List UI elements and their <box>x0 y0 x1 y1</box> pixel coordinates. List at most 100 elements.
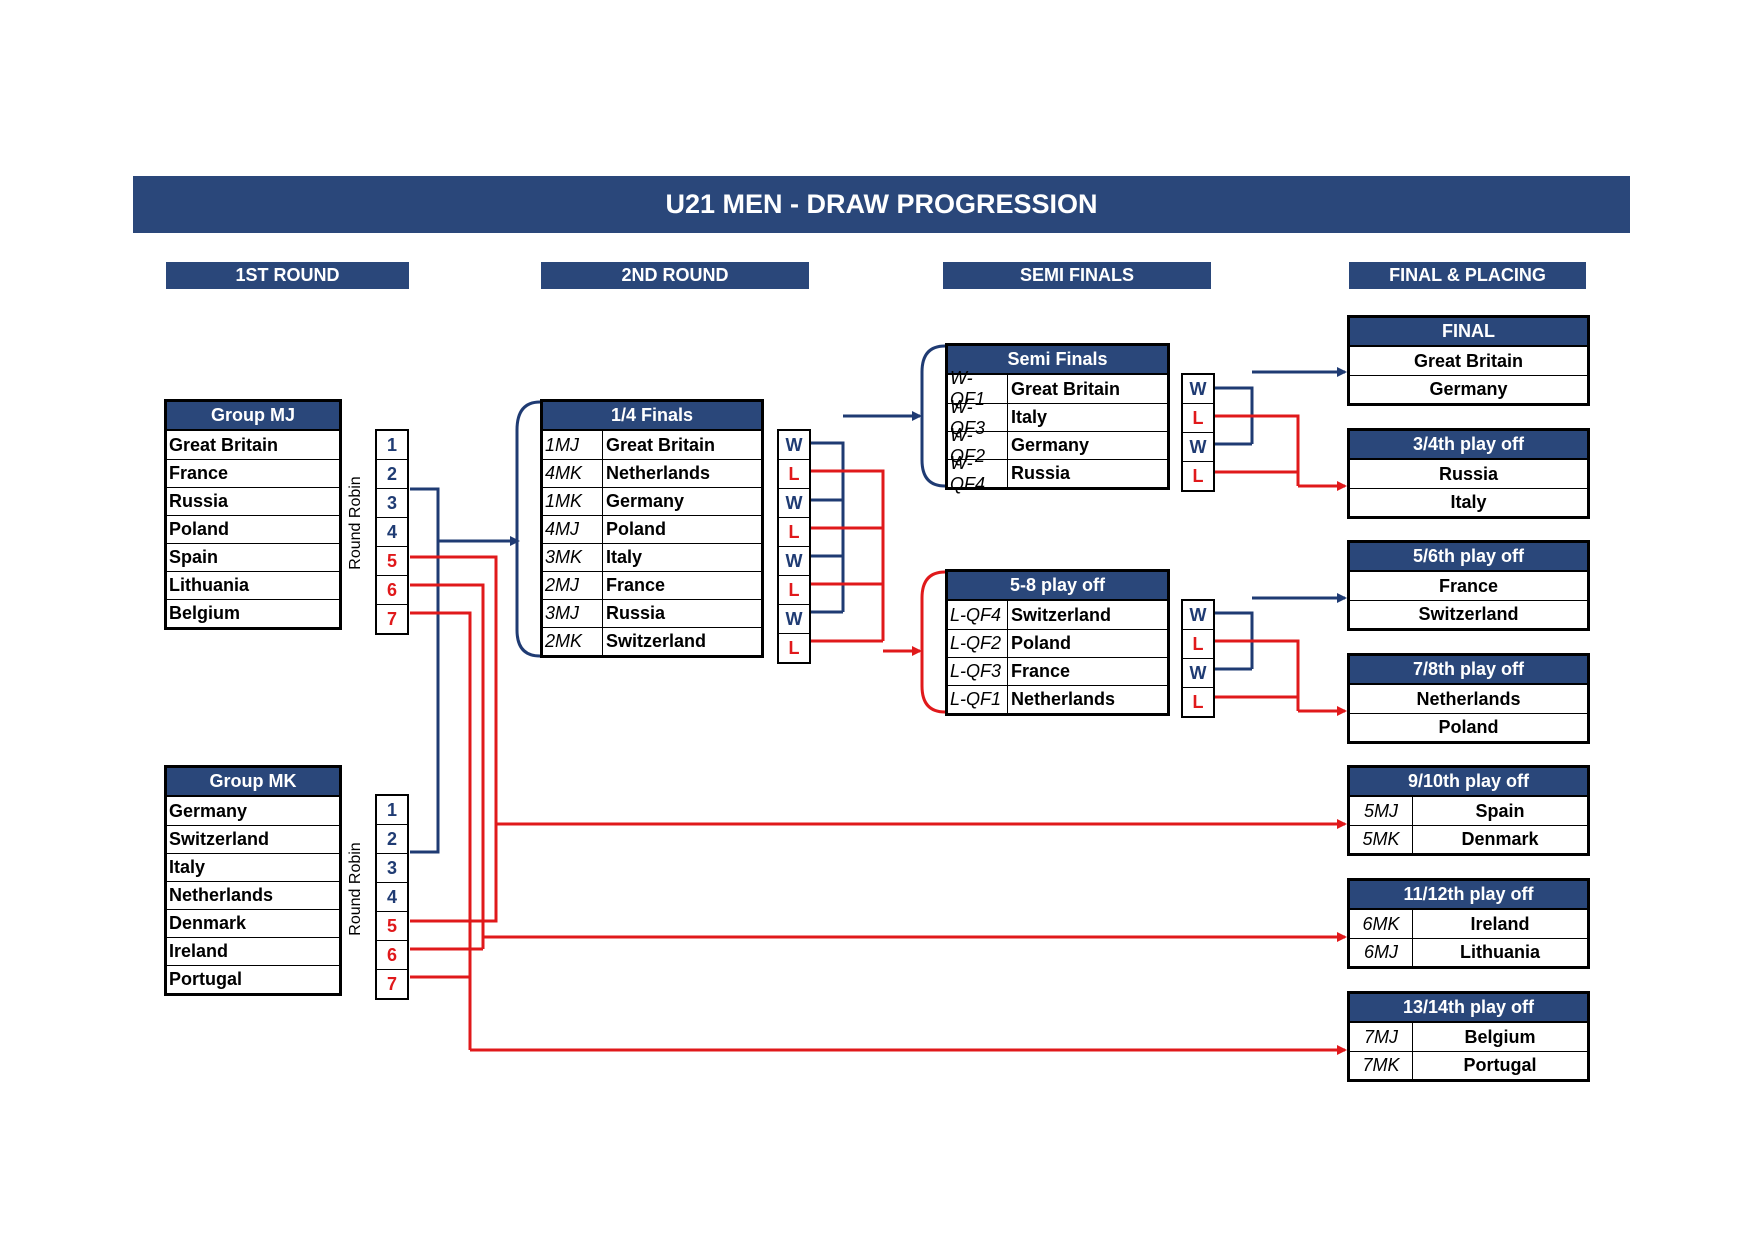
connector-5-8-losers <box>1214 639 1300 711</box>
table-row: Ireland <box>167 937 339 965</box>
team-name: Netherlands <box>169 885 274 905</box>
seed-code: 1MJ <box>543 431 603 459</box>
table-row: Poland <box>167 515 339 543</box>
final-table: FINAL Great Britain Germany <box>1347 315 1590 406</box>
team-name: Great Britain <box>1413 350 1524 371</box>
seed-code: 7MJ <box>1350 1023 1413 1051</box>
rank-number: 5 <box>377 911 407 940</box>
team-name: Portugal <box>1463 1055 1537 1075</box>
team-name: Russia <box>606 603 666 623</box>
header-2nd-round: 2ND ROUND <box>541 262 809 289</box>
table-row: Denmark <box>167 909 339 937</box>
round-robin-label-mj: Round Robin <box>347 476 364 570</box>
seed-code: 7MK <box>1350 1052 1413 1079</box>
rank-number: 7 <box>377 604 407 633</box>
table-row: Switzerland <box>167 825 339 853</box>
seed-code: L-QF4 <box>948 601 1008 629</box>
team-name: Lithuania <box>1460 942 1540 962</box>
result-badge: L <box>779 517 809 546</box>
result-badge: W <box>779 546 809 575</box>
seed-code: W-QF4 <box>948 453 1008 494</box>
team-name: France <box>1011 661 1071 681</box>
team-name: France <box>169 463 229 483</box>
page-title: U21 MEN - DRAW PROGRESSION <box>133 176 1630 233</box>
team-name: Spain <box>169 547 219 567</box>
connector-6mj <box>410 583 485 949</box>
round-robin-label-mk: Round Robin <box>347 842 364 936</box>
result-badge: L <box>1183 629 1213 658</box>
header-final-placing: FINAL & PLACING <box>1349 262 1586 289</box>
playoff-5-6-title: 5/6th play off <box>1350 543 1587 572</box>
quarter-finals-title: 1/4 Finals <box>543 402 761 431</box>
seed-code: 6MJ <box>1350 939 1413 966</box>
team-name: Italy <box>169 857 206 877</box>
connector-5mj <box>410 555 498 824</box>
team-name: Lithuania <box>169 575 249 595</box>
team-name: Ireland <box>169 941 229 961</box>
rank-number: 3 <box>377 853 407 882</box>
rank-number: 5 <box>377 546 407 575</box>
seed-code: L-QF3 <box>948 658 1008 685</box>
team-name: Portugal <box>169 969 243 989</box>
result-badge: L <box>1183 403 1213 432</box>
team-name: Italy <box>606 547 643 567</box>
rank-number: 3 <box>377 488 407 517</box>
playoff-5-8-title: 5-8 play off <box>948 572 1167 601</box>
team-name: Italy <box>1011 407 1048 427</box>
playoff-13-14-title: 13/14th play off <box>1350 994 1587 1023</box>
team-name: Switzerland <box>606 631 707 651</box>
table-row: 7MK Portugal <box>1350 1051 1587 1079</box>
result-badge: L <box>1183 687 1213 716</box>
header-1st-round: 1ST ROUND <box>166 262 409 289</box>
team-name: Spain <box>1475 800 1525 821</box>
group-mj-ranks: 1 2 3 4 5 6 7 <box>375 429 409 635</box>
group-mj-table: Group MJ Great Britain France Russia Pol… <box>164 399 342 630</box>
connector-semi-winners <box>1214 386 1254 446</box>
seed-code: 5MK <box>1350 826 1413 853</box>
team-name: Ireland <box>1470 913 1530 934</box>
table-row: Lithuania <box>167 571 339 599</box>
seed-code: 5MJ <box>1350 797 1413 825</box>
team-name: Great Britain <box>169 434 279 455</box>
table-row: Great Britain <box>1350 347 1587 375</box>
table-row: Great Britain <box>167 431 339 459</box>
team-name: Poland <box>169 519 230 539</box>
team-name: Denmark <box>169 913 247 933</box>
playoff-3-4-title: 3/4th play off <box>1350 431 1587 460</box>
table-row: Netherlands <box>167 881 339 909</box>
rank-number: 1 <box>386 434 397 455</box>
table-row: Italy <box>167 853 339 881</box>
header-semi-finals: SEMI FINALS <box>943 262 1211 289</box>
semi-bracket <box>920 344 946 488</box>
qf-bracket <box>515 400 541 658</box>
team-name: Germany <box>169 800 248 821</box>
group-mk-title: Group MK <box>167 768 339 797</box>
result-badge: W <box>785 434 803 455</box>
table-row: Portugal <box>167 965 339 993</box>
seed-code: 2MK <box>543 628 603 655</box>
team-name: Belgium <box>169 603 241 623</box>
group-mk-table: Group MK Germany Switzerland Italy Nethe… <box>164 765 342 996</box>
table-row: Italy <box>1350 488 1587 516</box>
rank-number: 4 <box>377 517 407 546</box>
result-badge: W <box>1189 378 1207 399</box>
group-mk-ranks: 1 2 3 4 5 6 7 <box>375 794 409 1000</box>
seed-code: 4MK <box>543 460 603 487</box>
connector-mk-top4 <box>410 541 440 854</box>
result-badge: W <box>779 604 809 633</box>
team-name: Italy <box>1450 492 1487 512</box>
playoff-5-8-results: W L W L <box>1181 599 1215 718</box>
